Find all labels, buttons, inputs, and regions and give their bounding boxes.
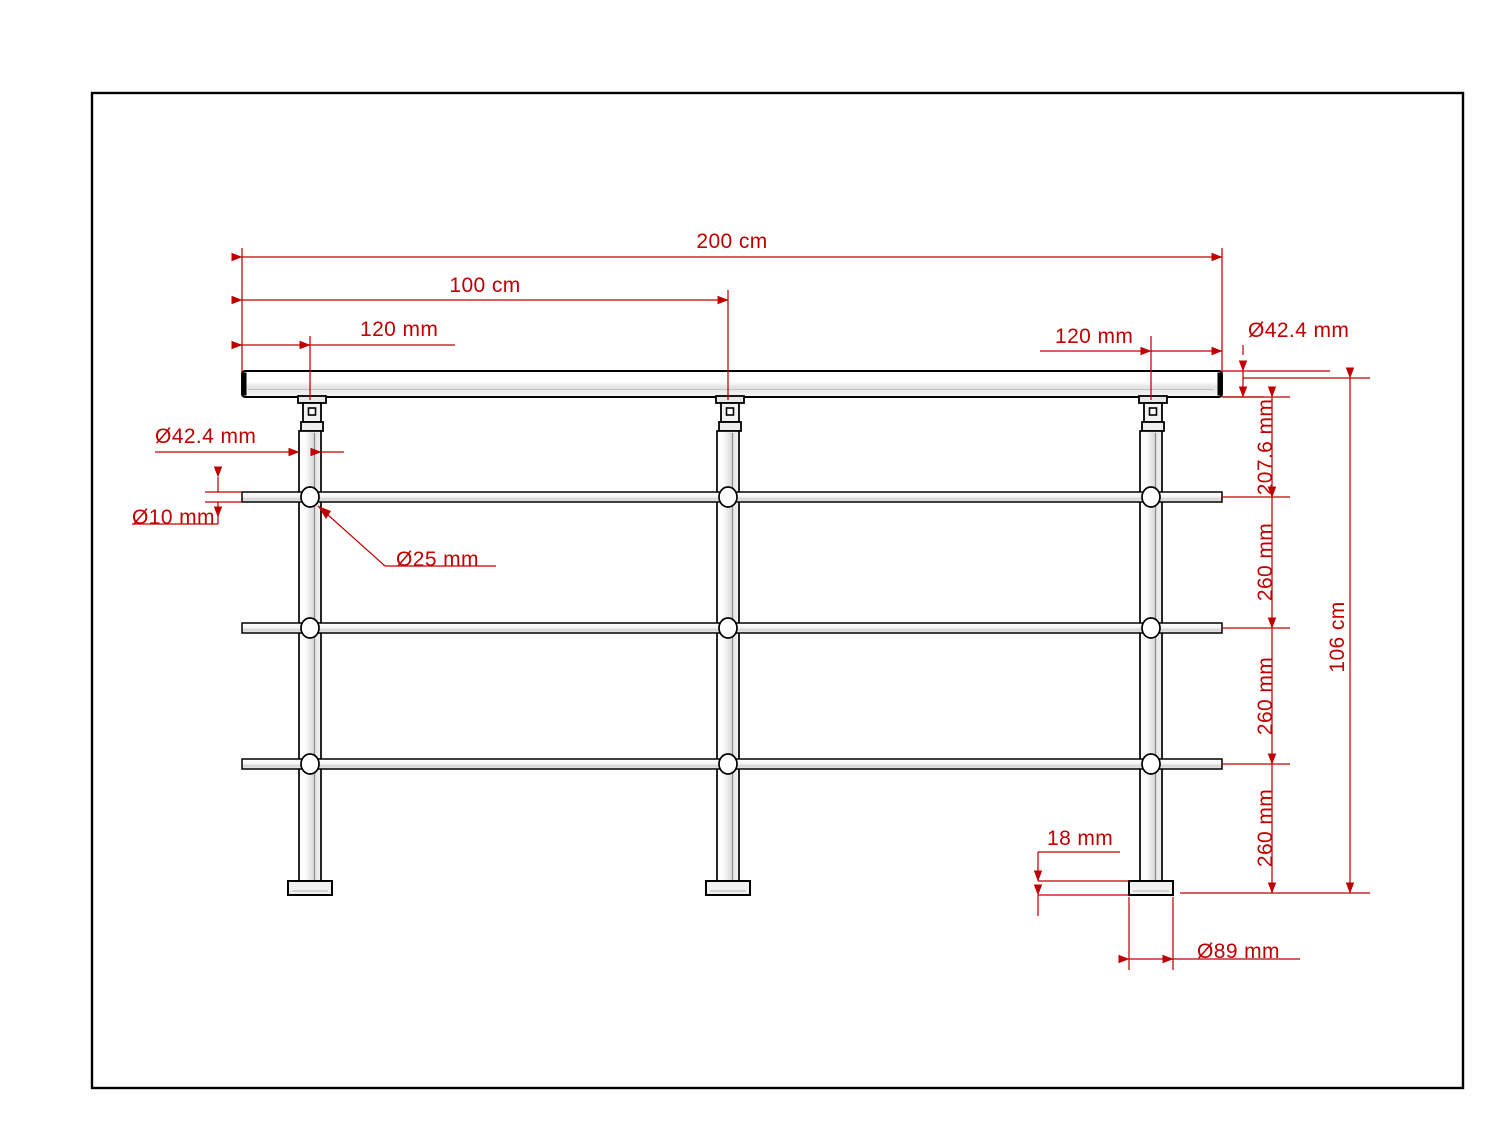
handrail-saddle-left xyxy=(297,395,327,432)
post-middle xyxy=(705,395,751,896)
dim-label-rod-spacing-1: 260 mm xyxy=(1254,523,1277,601)
dim-label-base-plate-thickness: 18 mm xyxy=(1047,827,1113,850)
sheet-border xyxy=(90,91,1465,1090)
dim-label-rod-spacing-2: 260 mm xyxy=(1254,657,1277,735)
dim-vertical-chain xyxy=(1180,386,1290,894)
dim-label-top-gap: 207.6 mm xyxy=(1254,399,1277,496)
handrail xyxy=(241,370,1223,398)
dim-base-plate-diameter xyxy=(1118,897,1300,970)
dim-base-plate-thickness xyxy=(1033,851,1129,916)
dim-label-post-diameter: Ø42.4 mm xyxy=(155,425,256,448)
handrail-saddle-middle xyxy=(715,395,745,432)
dim-label-right-overhang: 120 mm xyxy=(1055,325,1133,348)
dim-label-half-width: 100 cm xyxy=(449,274,520,297)
dim-label-rod-spacing-3: 260 mm xyxy=(1254,789,1277,867)
post-left xyxy=(287,395,333,896)
dim-label-collar-diameter: Ø25 mm xyxy=(396,548,479,571)
dim-label-overall-width: 200 cm xyxy=(696,230,767,253)
leader-collar-diameter xyxy=(317,505,496,567)
dim-overall-height xyxy=(1243,367,1370,894)
dim-label-left-overhang: 120 mm xyxy=(360,318,438,341)
handrail-saddle-right xyxy=(1138,395,1168,432)
dim-label-overall-height: 106 cm xyxy=(1326,601,1349,672)
dim-label-rod-diameter: Ø10 mm xyxy=(132,506,215,529)
dim-label-base-plate-diameter: Ø89 mm xyxy=(1197,940,1280,963)
dim-handrail-diameter xyxy=(1222,345,1330,398)
dim-label-handrail-diameter: Ø42.4 mm xyxy=(1248,319,1349,342)
rod-collars xyxy=(300,486,1161,775)
dim-rod-diameter xyxy=(132,466,242,525)
post-right xyxy=(1128,395,1174,896)
